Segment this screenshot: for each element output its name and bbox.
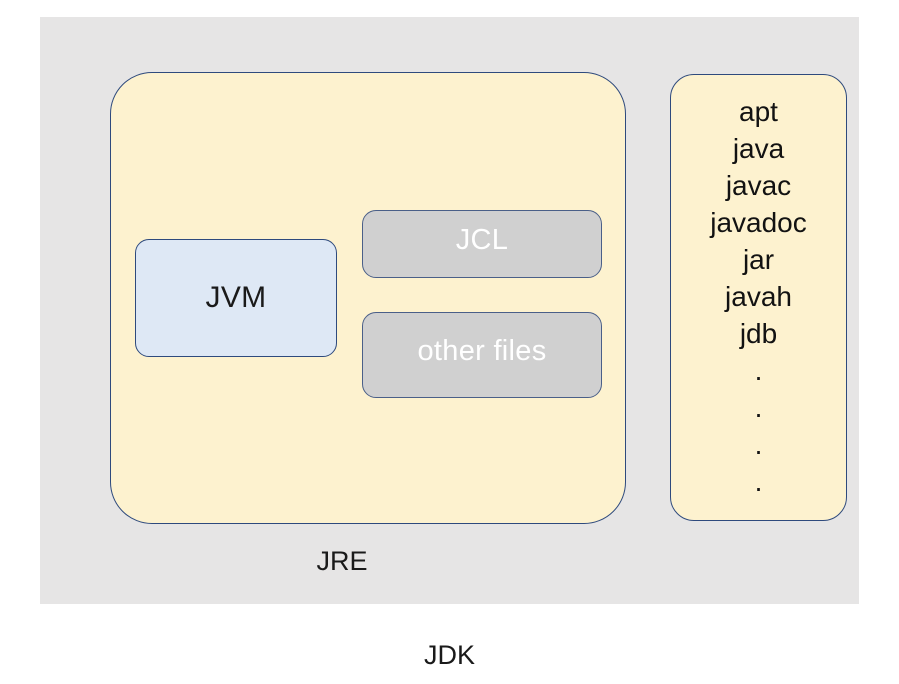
tool-item: java (732, 133, 785, 164)
ellipsis-dot: . (754, 355, 763, 386)
other-files-label: other files (417, 334, 547, 367)
jcl-box: JCL (362, 210, 602, 278)
tool-item: apt (739, 96, 778, 127)
jvm-label: JVM (205, 281, 267, 314)
tool-item: javac (725, 170, 792, 201)
jcl-label: JCL (455, 223, 509, 256)
other-files-box: other files (362, 312, 602, 398)
ellipsis-dot: . (754, 429, 763, 460)
ellipsis-dot: . (754, 466, 763, 497)
jdk-caption: JDK (423, 640, 475, 670)
jvm-box: JVM (135, 239, 337, 357)
tool-item: jar (742, 244, 775, 275)
tool-item: jdb (739, 318, 778, 349)
development-tools-box: apt java javac javadoc jar javah jdb . .… (670, 74, 847, 521)
tool-item: javah (725, 281, 792, 312)
tool-item: javadoc (710, 207, 807, 238)
ellipsis-dot: . (754, 392, 763, 423)
jdk-panel: JVM JCL other files apt java javac javad… (40, 17, 859, 604)
jre-caption: JRE (316, 546, 368, 576)
